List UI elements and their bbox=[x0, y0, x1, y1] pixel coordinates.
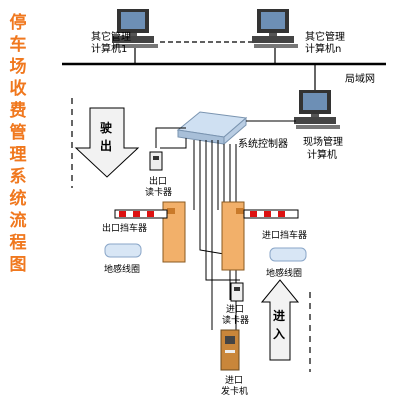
exit-arrow-label: 驶 bbox=[100, 120, 112, 135]
other-pc-1-label: 计算机1 bbox=[91, 42, 127, 55]
exit-loop-label: 地感线圈 bbox=[104, 263, 140, 275]
title-char: 收 bbox=[9, 79, 27, 99]
entry-barrier: 进口挡车器 bbox=[221, 201, 307, 271]
dispenser-label: 进口 bbox=[225, 375, 243, 386]
entry-barrier-label: 进口挡车器 bbox=[262, 229, 307, 241]
title-char: 管 bbox=[9, 123, 27, 143]
title-char: 系 bbox=[9, 167, 27, 187]
exit-card-reader: 出口 读卡器 bbox=[145, 151, 172, 198]
entry-arrow-label: 进 bbox=[273, 308, 285, 323]
title-char: 车 bbox=[9, 35, 27, 55]
site-pc-label: 计算机 bbox=[307, 148, 337, 161]
entry-reader-label: 进口 bbox=[226, 304, 244, 315]
exit-reader-label: 读卡器 bbox=[145, 186, 172, 198]
entry-ground-loop: 地感线圈 bbox=[266, 247, 307, 279]
title-char: 费 bbox=[9, 101, 27, 121]
lan-label: 局域网 bbox=[345, 72, 375, 85]
controller-label: 系统控制器 bbox=[238, 137, 288, 150]
title-char: 统 bbox=[9, 189, 27, 209]
exit-arrow: 驶 出 bbox=[74, 107, 140, 178]
title-char: 流 bbox=[9, 211, 27, 231]
exit-ground-loop: 地感线圈 bbox=[104, 243, 142, 275]
title-char: 程 bbox=[9, 233, 27, 253]
title-char: 场 bbox=[9, 57, 27, 77]
entry-arrow: 进 入 bbox=[260, 279, 300, 361]
exit-reader-label: 出口 bbox=[149, 175, 167, 187]
dispenser-label: 发卡机 bbox=[221, 385, 248, 397]
title-char: 图 bbox=[9, 255, 27, 275]
exit-barrier-label: 出口挡车器 bbox=[102, 222, 147, 234]
entry-card-reader: 进口 读卡器 bbox=[222, 282, 249, 326]
card-dispenser: 进口 发卡机 bbox=[220, 329, 248, 397]
exit-arrow-label: 出 bbox=[100, 138, 112, 153]
other-pc-1-label: 其它管理 bbox=[91, 30, 131, 43]
diagram-title: 停 车 场 收 费 管 理 系 统 流 程 图 bbox=[6, 12, 30, 276]
site-pc-label: 现场管理 bbox=[303, 135, 343, 148]
site-pc: 现场管理 计算机 bbox=[294, 90, 343, 161]
entry-reader-label: 读卡器 bbox=[222, 314, 249, 326]
other-pc-n-label: 计算机n bbox=[305, 42, 341, 55]
other-pc-n: 其它管理 计算机n bbox=[252, 9, 345, 55]
title-char: 理 bbox=[9, 145, 27, 165]
title-char: 停 bbox=[9, 13, 27, 33]
exit-barrier: 出口挡车器 bbox=[102, 201, 186, 263]
entry-arrow-label: 入 bbox=[273, 327, 285, 341]
other-pc-n-label: 其它管理 bbox=[305, 30, 345, 43]
other-pc-1: 其它管理 计算机1 bbox=[91, 9, 158, 55]
entry-loop-label: 地感线圈 bbox=[266, 267, 302, 279]
